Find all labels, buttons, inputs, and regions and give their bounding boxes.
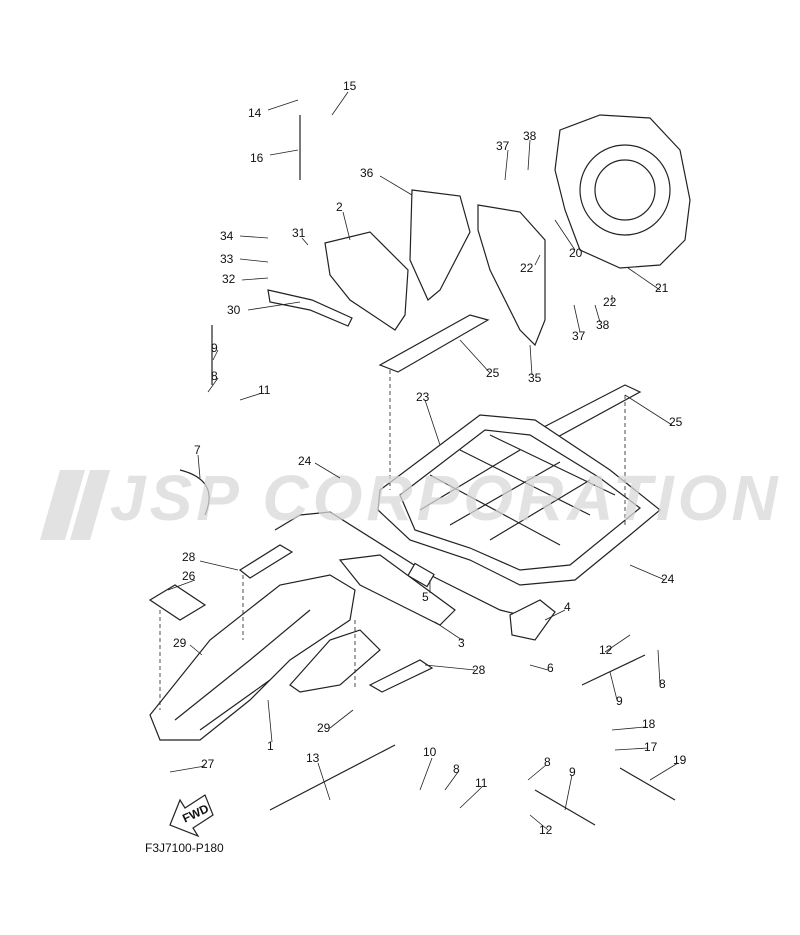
callout: 15 (343, 79, 357, 93)
callout: 12 (599, 643, 613, 657)
callout: 17 (644, 740, 658, 754)
callout: 24 (661, 572, 675, 586)
callout: 2 (336, 200, 343, 214)
cable-connector (407, 562, 435, 588)
callout: 26 (182, 569, 196, 583)
cable-tie-7 (179, 469, 210, 516)
bracket-28-lower (368, 659, 434, 693)
callout: 10 (423, 745, 437, 759)
cover-3 (338, 554, 456, 626)
bracket-4 (509, 599, 556, 641)
callout: 38 (596, 318, 610, 332)
duct-piece (289, 629, 381, 693)
plate-36 (409, 189, 471, 301)
callout: 35 (528, 371, 542, 385)
callout: 22 (603, 295, 617, 309)
bracket-30 (267, 289, 353, 327)
cable-tie-9-right (581, 654, 646, 686)
callout: 22 (520, 261, 534, 275)
callout: 28 (182, 550, 196, 564)
callout: 11 (475, 776, 488, 790)
callout: 9 (211, 341, 218, 355)
plate-35 (477, 204, 546, 347)
pad-26 (148, 584, 207, 621)
callout: 33 (220, 252, 234, 266)
intake-duct-1 (149, 574, 356, 741)
callout: 27 (201, 757, 215, 771)
cable-tie-19 (619, 767, 676, 801)
callout: 9 (616, 694, 623, 708)
cable-5 (274, 511, 521, 616)
callout: 8 (211, 369, 218, 383)
cable-tie-9-lower (534, 789, 596, 826)
fwd-arrow-icon: FWD (169, 794, 214, 838)
callout: 8 (453, 762, 460, 776)
callout: 1 (267, 739, 274, 753)
grate-23 (377, 414, 661, 586)
callout: 9 (569, 765, 576, 779)
bracket-28 (238, 544, 294, 579)
callout: 3 (458, 636, 465, 650)
callout: 4 (564, 600, 571, 614)
engine-housing-part (554, 114, 691, 269)
callout: 20 (569, 246, 583, 260)
callout: 12 (539, 823, 553, 837)
callout: 8 (544, 755, 551, 769)
callout: 29 (317, 721, 331, 735)
callout: 23 (416, 390, 430, 404)
callout: 38 (523, 129, 537, 143)
callout: 5 (422, 590, 429, 604)
callout: 36 (360, 166, 374, 180)
callout: 14 (248, 106, 262, 120)
callout: 37 (572, 329, 586, 343)
plate-2 (324, 231, 409, 331)
watermark-text: JSP CORPORATION (110, 462, 782, 534)
callout: 28 (472, 663, 486, 677)
rail-25 (378, 314, 490, 373)
callout: 37 (496, 139, 510, 153)
callout: 7 (194, 443, 201, 457)
callout: 19 (673, 753, 687, 767)
callout: 32 (222, 272, 236, 286)
callout: 25 (669, 415, 683, 429)
cable-tie-13 (269, 744, 396, 811)
callout: 24 (298, 454, 312, 468)
callout: 8 (659, 677, 666, 691)
callout: 31 (292, 226, 306, 240)
callout: 30 (227, 303, 241, 317)
callout: 21 (655, 281, 669, 295)
callout: 13 (306, 751, 320, 765)
callout: 18 (642, 717, 656, 731)
callout: 29 (173, 636, 187, 650)
watermark: JSP CORPORATION (40, 462, 782, 540)
callout: 16 (250, 151, 264, 165)
drawing-code: F3J7100-P180 (145, 841, 224, 855)
callout: 11 (258, 383, 271, 397)
callout-labels: 14 15 16 36 37 38 2 34 31 33 32 30 20 22… (173, 79, 687, 837)
callout: 34 (220, 229, 234, 243)
callout: 6 (547, 661, 554, 675)
callout: 25 (486, 366, 500, 380)
